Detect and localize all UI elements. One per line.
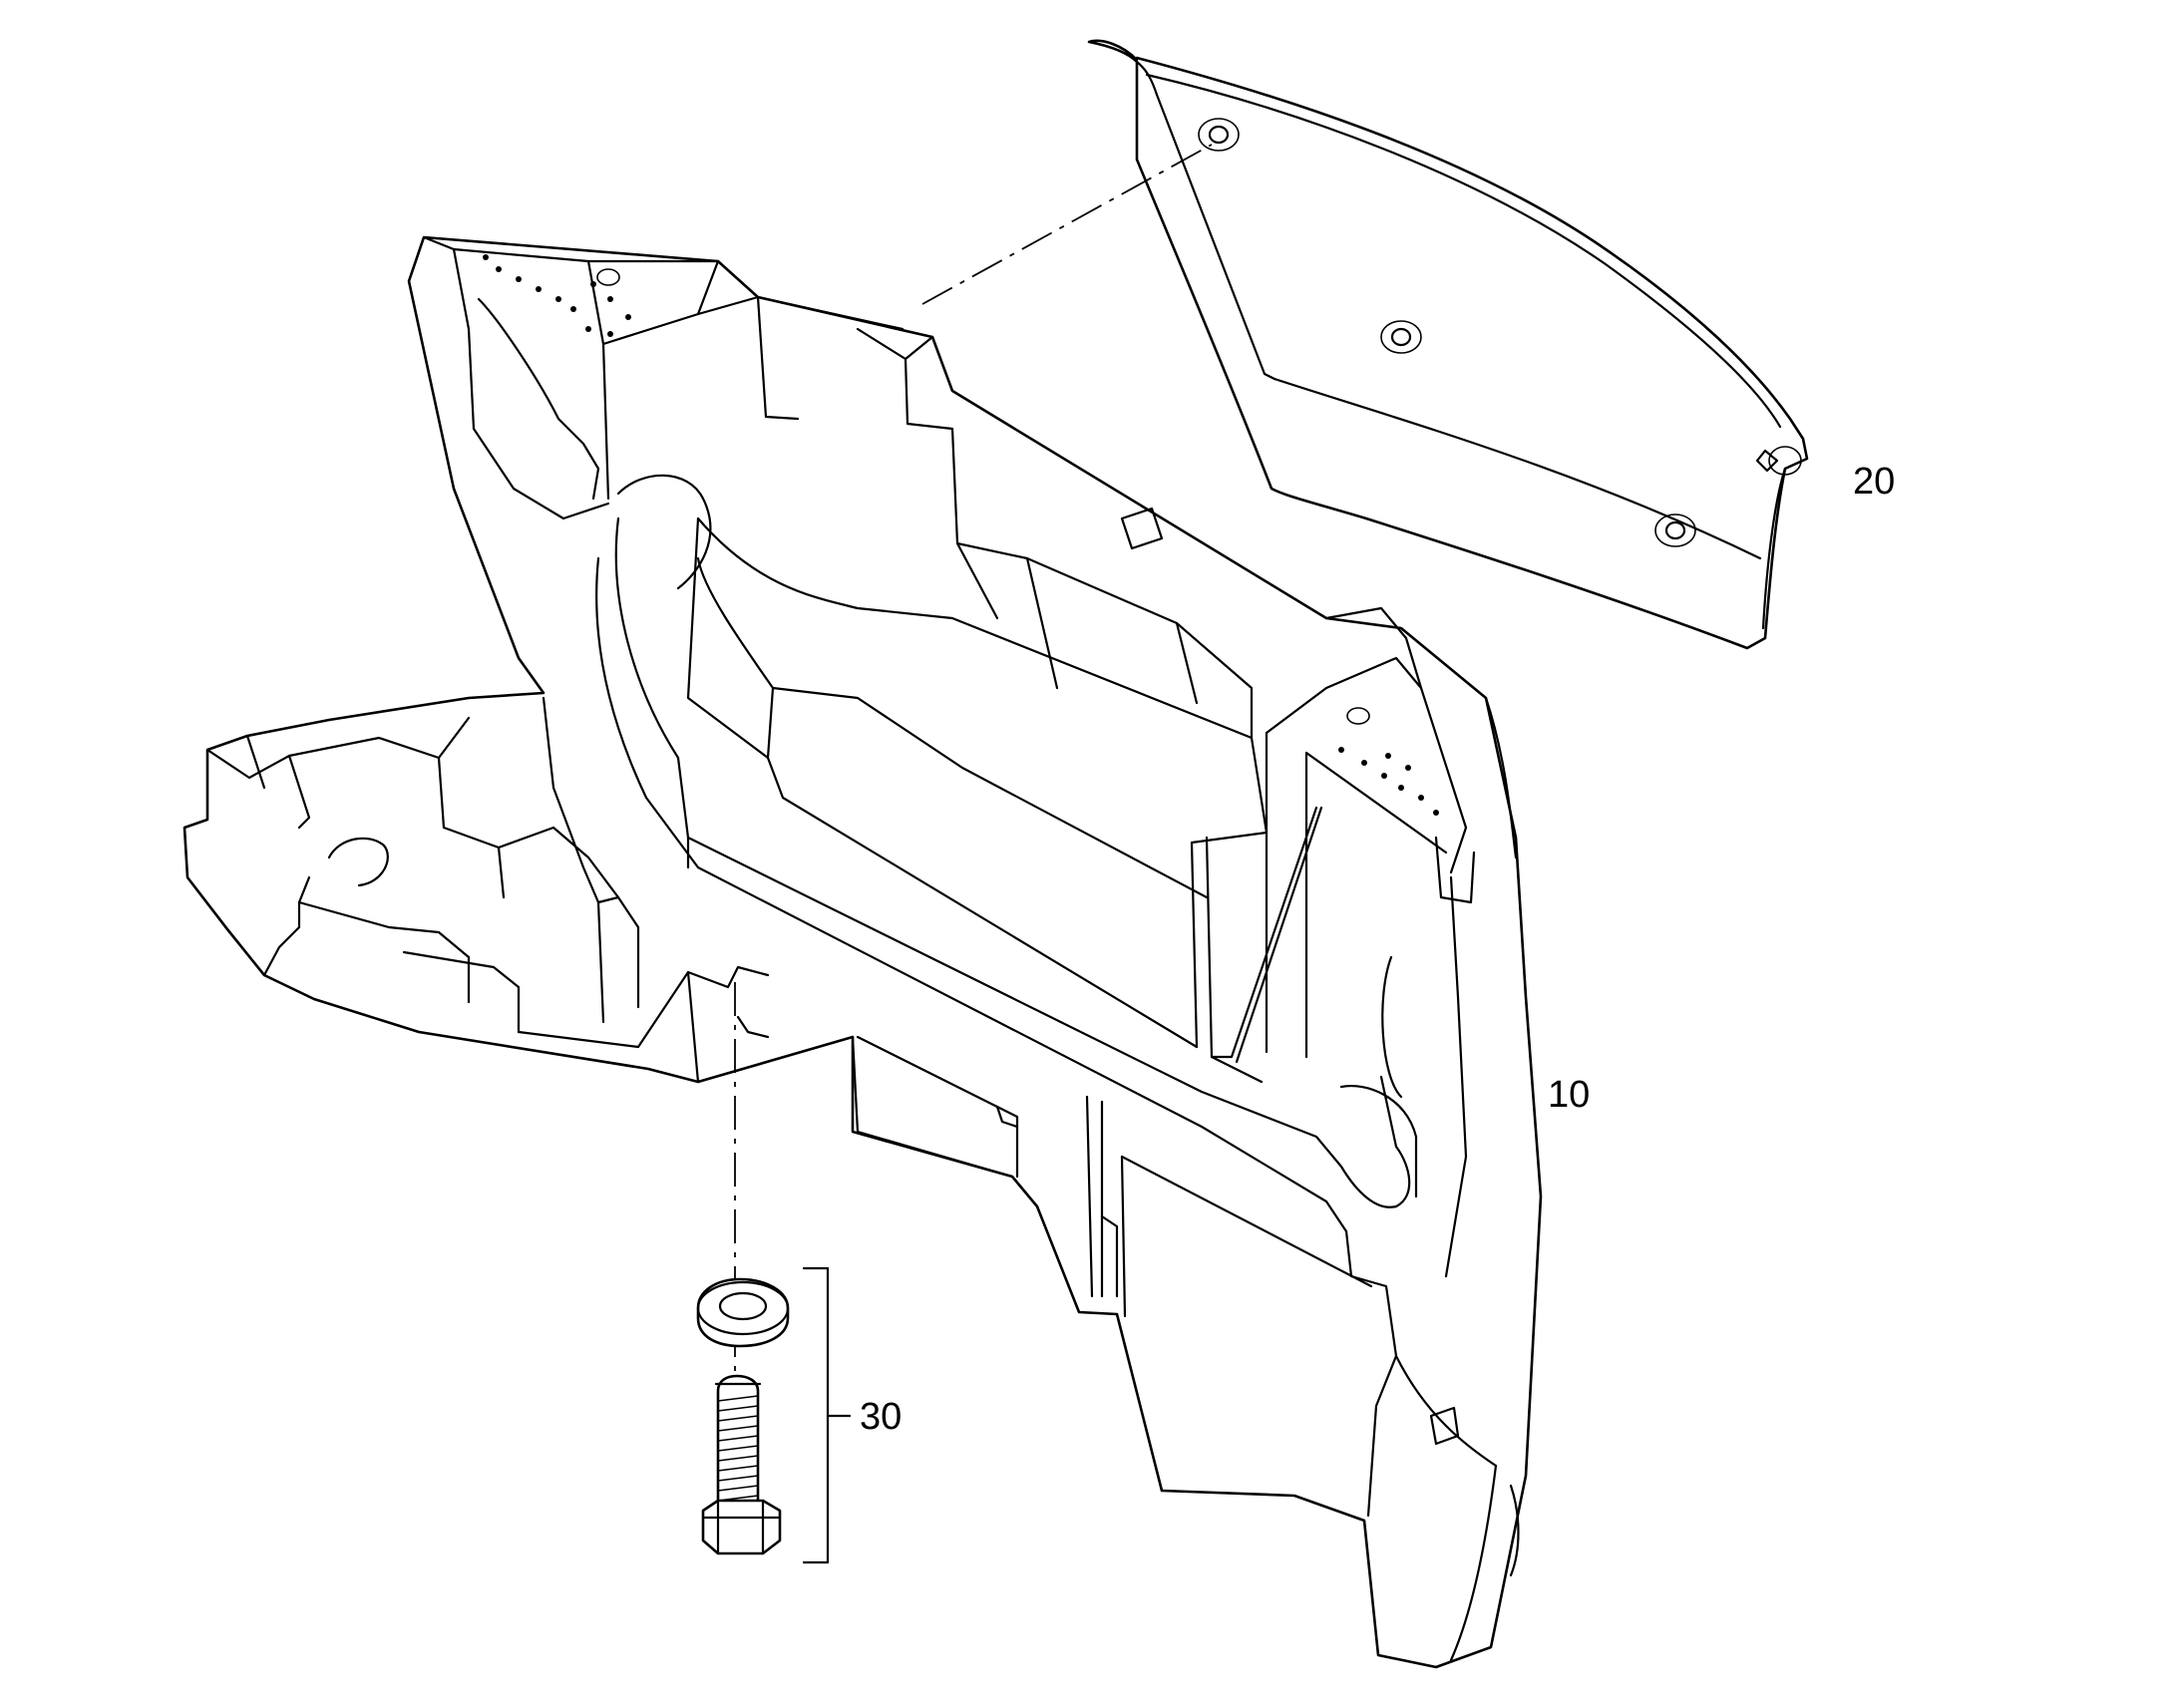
housing-part-10 (182, 235, 1543, 1669)
callout-30: 30 (860, 1396, 902, 1438)
cover-panel-part-20 (1087, 39, 1809, 650)
washer-bolt-part-30 (696, 1266, 852, 1564)
callout-20: 20 (1853, 461, 1895, 503)
callout-10: 10 (1548, 1074, 1590, 1116)
